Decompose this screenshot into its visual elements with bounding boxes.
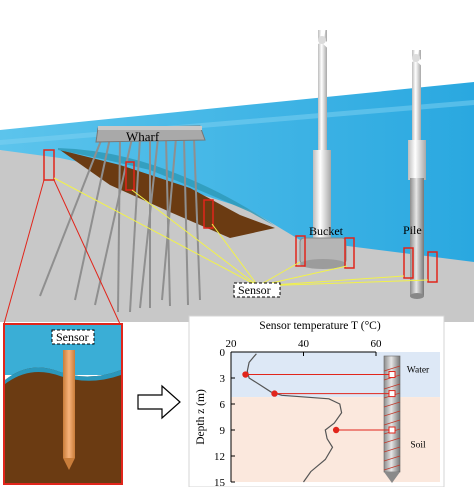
y-tick-label: 0 [220, 347, 226, 359]
y-tick-label: 6 [220, 399, 226, 411]
pile-transition [408, 140, 426, 180]
bucket-label: Bucket [309, 224, 344, 238]
inset-sensor-label: Sensor [56, 330, 89, 344]
sensor-box-bucket-left [295, 235, 306, 267]
sensor-box-pile-left [403, 247, 414, 279]
sensor-highlights [43, 149, 438, 283]
pile-helix [383, 419, 401, 426]
temperature-line [246, 353, 343, 483]
pile-tip [410, 293, 424, 299]
pile-label: Pile [403, 223, 422, 237]
y-tick-label: 12 [214, 451, 225, 463]
bucket-base [300, 259, 346, 269]
pile-helix [383, 383, 401, 390]
pile-helix [383, 365, 401, 372]
wharf-deck-top [98, 126, 202, 130]
wharf-label: Wharf [126, 129, 160, 144]
pile-rotor [384, 20, 442, 82]
sensor-box-bucket-right [344, 237, 355, 269]
pile-helix [383, 464, 401, 471]
pile-helix [383, 437, 401, 444]
x-tick-label: 60 [371, 338, 383, 350]
bucket-hub [318, 36, 326, 44]
sensor-label-box [233, 282, 281, 298]
pile-helix [383, 446, 401, 453]
inset-lead-left [3, 179, 45, 325]
sensor-box-wharf-right [203, 199, 214, 229]
region-label-water: Water [407, 366, 430, 376]
pile-sensor-marker [388, 426, 396, 434]
sensor-arrows [53, 177, 429, 287]
sensor-box-wharf-mid [125, 161, 135, 191]
bucket-rotor [290, 8, 347, 64]
inset-lead-right [53, 179, 121, 325]
x-tick-label: 20 [226, 338, 238, 350]
chart-pile-tip [384, 472, 400, 483]
y-tick-label: 3 [220, 373, 226, 385]
pile-hub [412, 54, 420, 62]
x-tick-label: 40 [298, 338, 310, 350]
hollow-arrow [137, 384, 181, 420]
y-tick-label: 15 [214, 477, 226, 487]
data-marker [242, 371, 249, 378]
pile-sensor-marker [388, 390, 396, 398]
turbine-bucket: Bucket [290, 8, 347, 269]
sensor-inset: Sensor [3, 323, 123, 485]
pile-helix [383, 410, 401, 417]
sensor-rod-tip [63, 458, 75, 470]
temperature-chart: Sensor temperature T (°C) Depth z (m) Wa… [188, 315, 445, 487]
data-marker [271, 390, 278, 397]
bucket-tower [318, 30, 327, 245]
bucket-transition [313, 150, 331, 246]
pile-sensor-marker [388, 371, 396, 379]
region-soil [231, 397, 440, 482]
sensor-rod [63, 350, 75, 458]
inset-sensor-box [51, 329, 95, 345]
pile-helix [383, 455, 401, 462]
sensor-box-wharf-left [43, 149, 55, 181]
sensor-box-pile-right [427, 251, 438, 283]
chart-title: Sensor temperature T (°C) [259, 320, 381, 332]
data-marker [332, 426, 340, 434]
pile-helix [383, 401, 401, 408]
sensor-label: Sensor [238, 283, 271, 297]
y-tick-label: 9 [220, 425, 226, 437]
chart-ylabel: Depth z (m) [195, 389, 207, 445]
region-label-soil: Soil [410, 441, 426, 451]
offshore-scene: Wharf Bucket [0, 8, 474, 325]
